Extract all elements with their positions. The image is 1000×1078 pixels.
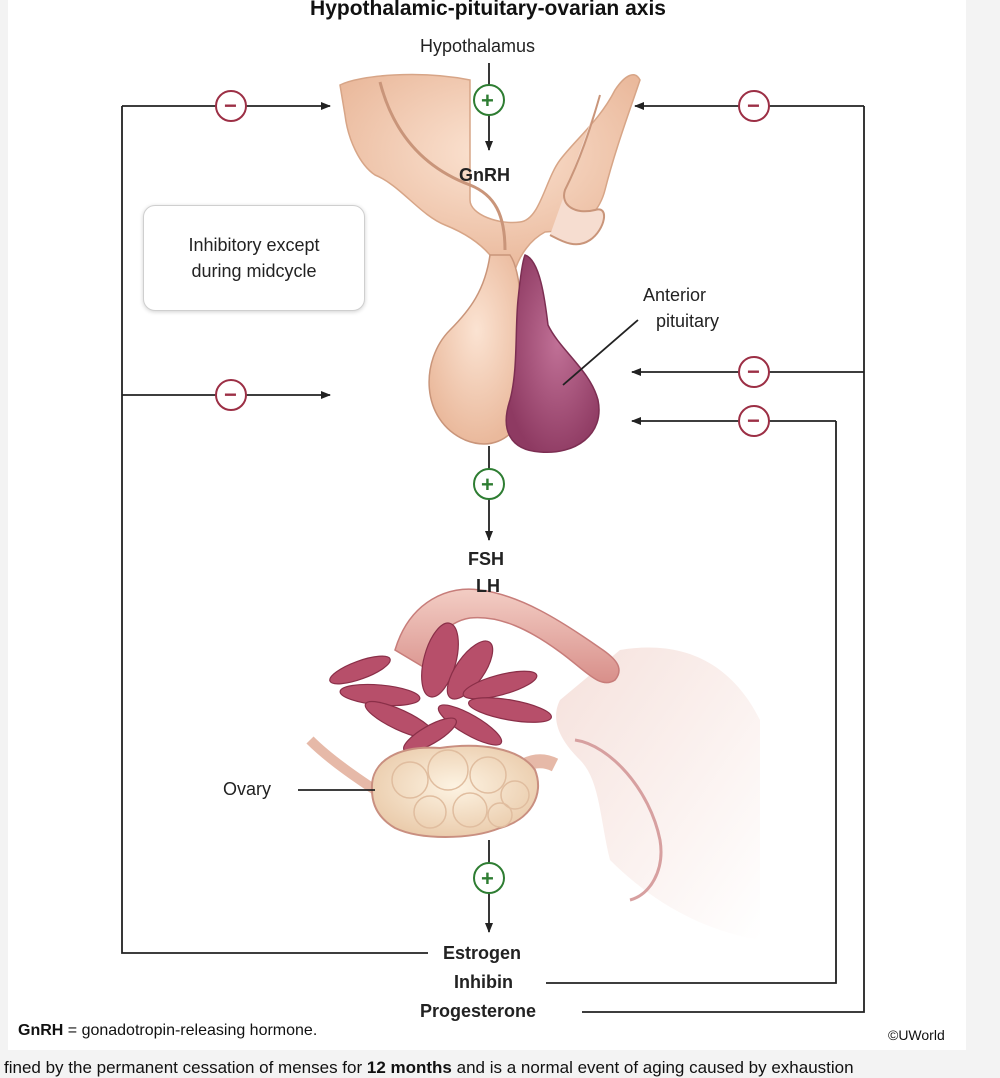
stimulatory-markers — [473, 84, 505, 894]
anterior-pituitary-label-line1: Anterior — [643, 285, 707, 305]
inhibitory-symbol: − — [224, 93, 237, 118]
reproductive-illustration — [306, 588, 760, 940]
footnote-definition: = gonadotropin-releasing hormone. — [63, 1022, 318, 1039]
copyright: ©UWorld — [888, 1027, 945, 1043]
explanation-text-suffix: and is a normal event of aging caused by… — [451, 1058, 854, 1077]
footnote: GnRH = gonadotropin-releasing hormone. — [18, 1022, 317, 1040]
inhibitory-markers — [215, 90, 770, 437]
inhibitory-symbol: − — [747, 408, 760, 433]
diagram-title: Hypothalamic-pituitary-ovarian axis — [310, 0, 666, 20]
stimulatory-symbol: + — [481, 88, 494, 113]
explanation-text-bold: 12 months — [366, 1058, 452, 1077]
anterior-pituitary-label-line2: pituitary — [656, 311, 720, 331]
explanation-text: fined by the permanent cessation of mens… — [0, 1058, 1000, 1078]
inhibitory-symbol: − — [747, 359, 760, 384]
ovary-label: Ovary — [223, 779, 272, 799]
inhibitory-note-box: Inhibitory except during midcycle — [143, 205, 365, 311]
inhibin-label: Inhibin — [454, 972, 513, 992]
progesterone-label: Progesterone — [420, 1001, 537, 1021]
inhibitory-symbol: − — [747, 93, 760, 118]
note-line-1: Inhibitory except — [188, 235, 320, 255]
lh-label: LH — [476, 576, 500, 596]
stimulatory-symbol: + — [481, 866, 494, 891]
explanation-text-prefix: fined by the permanent cessation of mens… — [4, 1058, 367, 1077]
footnote-term: GnRH — [18, 1022, 64, 1039]
estrogen-label: Estrogen — [443, 943, 522, 963]
hypothalamus-illustration — [339, 73, 641, 271]
stimulatory-symbol: + — [481, 472, 494, 497]
fsh-label: FSH — [468, 549, 504, 569]
pituitary-illustration — [428, 254, 600, 454]
note-line-2: during midcycle — [191, 261, 317, 281]
inhibitory-symbol: − — [224, 382, 237, 407]
hypothalamus-label: Hypothalamus — [420, 36, 536, 56]
gnrh-label: GnRH — [459, 165, 510, 185]
